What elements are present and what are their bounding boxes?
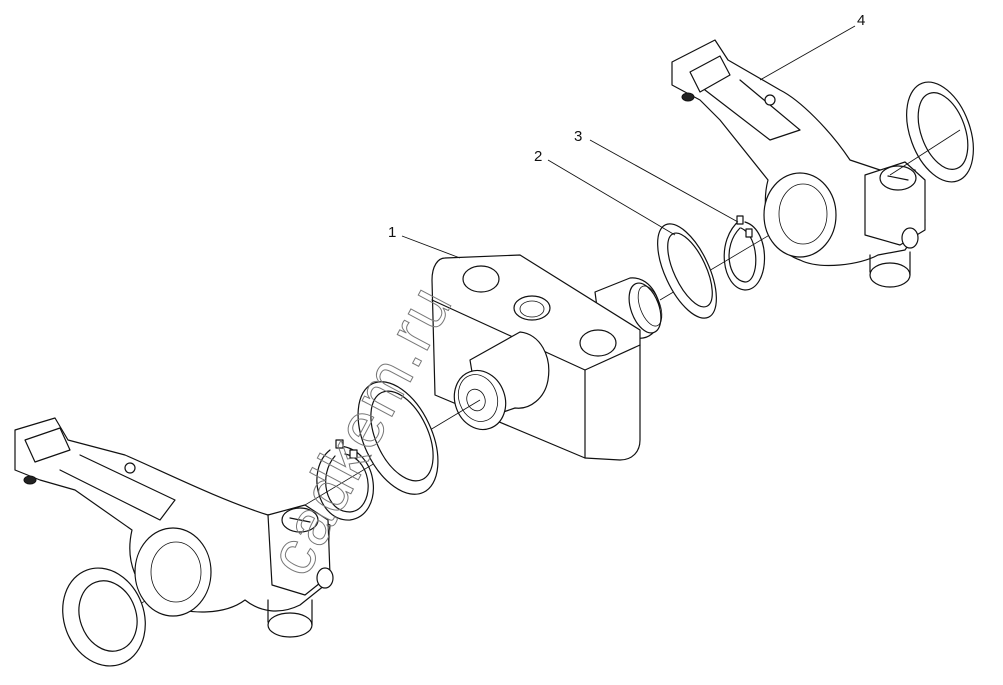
watermark-text: cadkem.ru — [254, 273, 466, 587]
rocker-shaft-bracket — [431, 254, 663, 461]
retaining-ring-left — [316, 439, 374, 521]
svg-text:4: 4 — [857, 12, 865, 29]
svg-text:3: 3 — [574, 128, 582, 145]
callout-3: 3 — [574, 128, 739, 223]
washer-left — [357, 381, 439, 495]
callout-2: 2 — [534, 148, 676, 236]
rocker-arm-right — [671, 39, 926, 288]
callout-1: 1 — [388, 224, 461, 259]
callout-4: 4 — [759, 12, 865, 81]
axis-line-right — [889, 129, 961, 176]
svg-text:1: 1 — [388, 224, 396, 241]
retaining-ring-right — [723, 215, 766, 291]
washer-far-right — [906, 81, 974, 183]
rocker-arm-left — [14, 417, 334, 638]
svg-text:2: 2 — [534, 148, 542, 165]
washer-far-left — [62, 567, 146, 667]
